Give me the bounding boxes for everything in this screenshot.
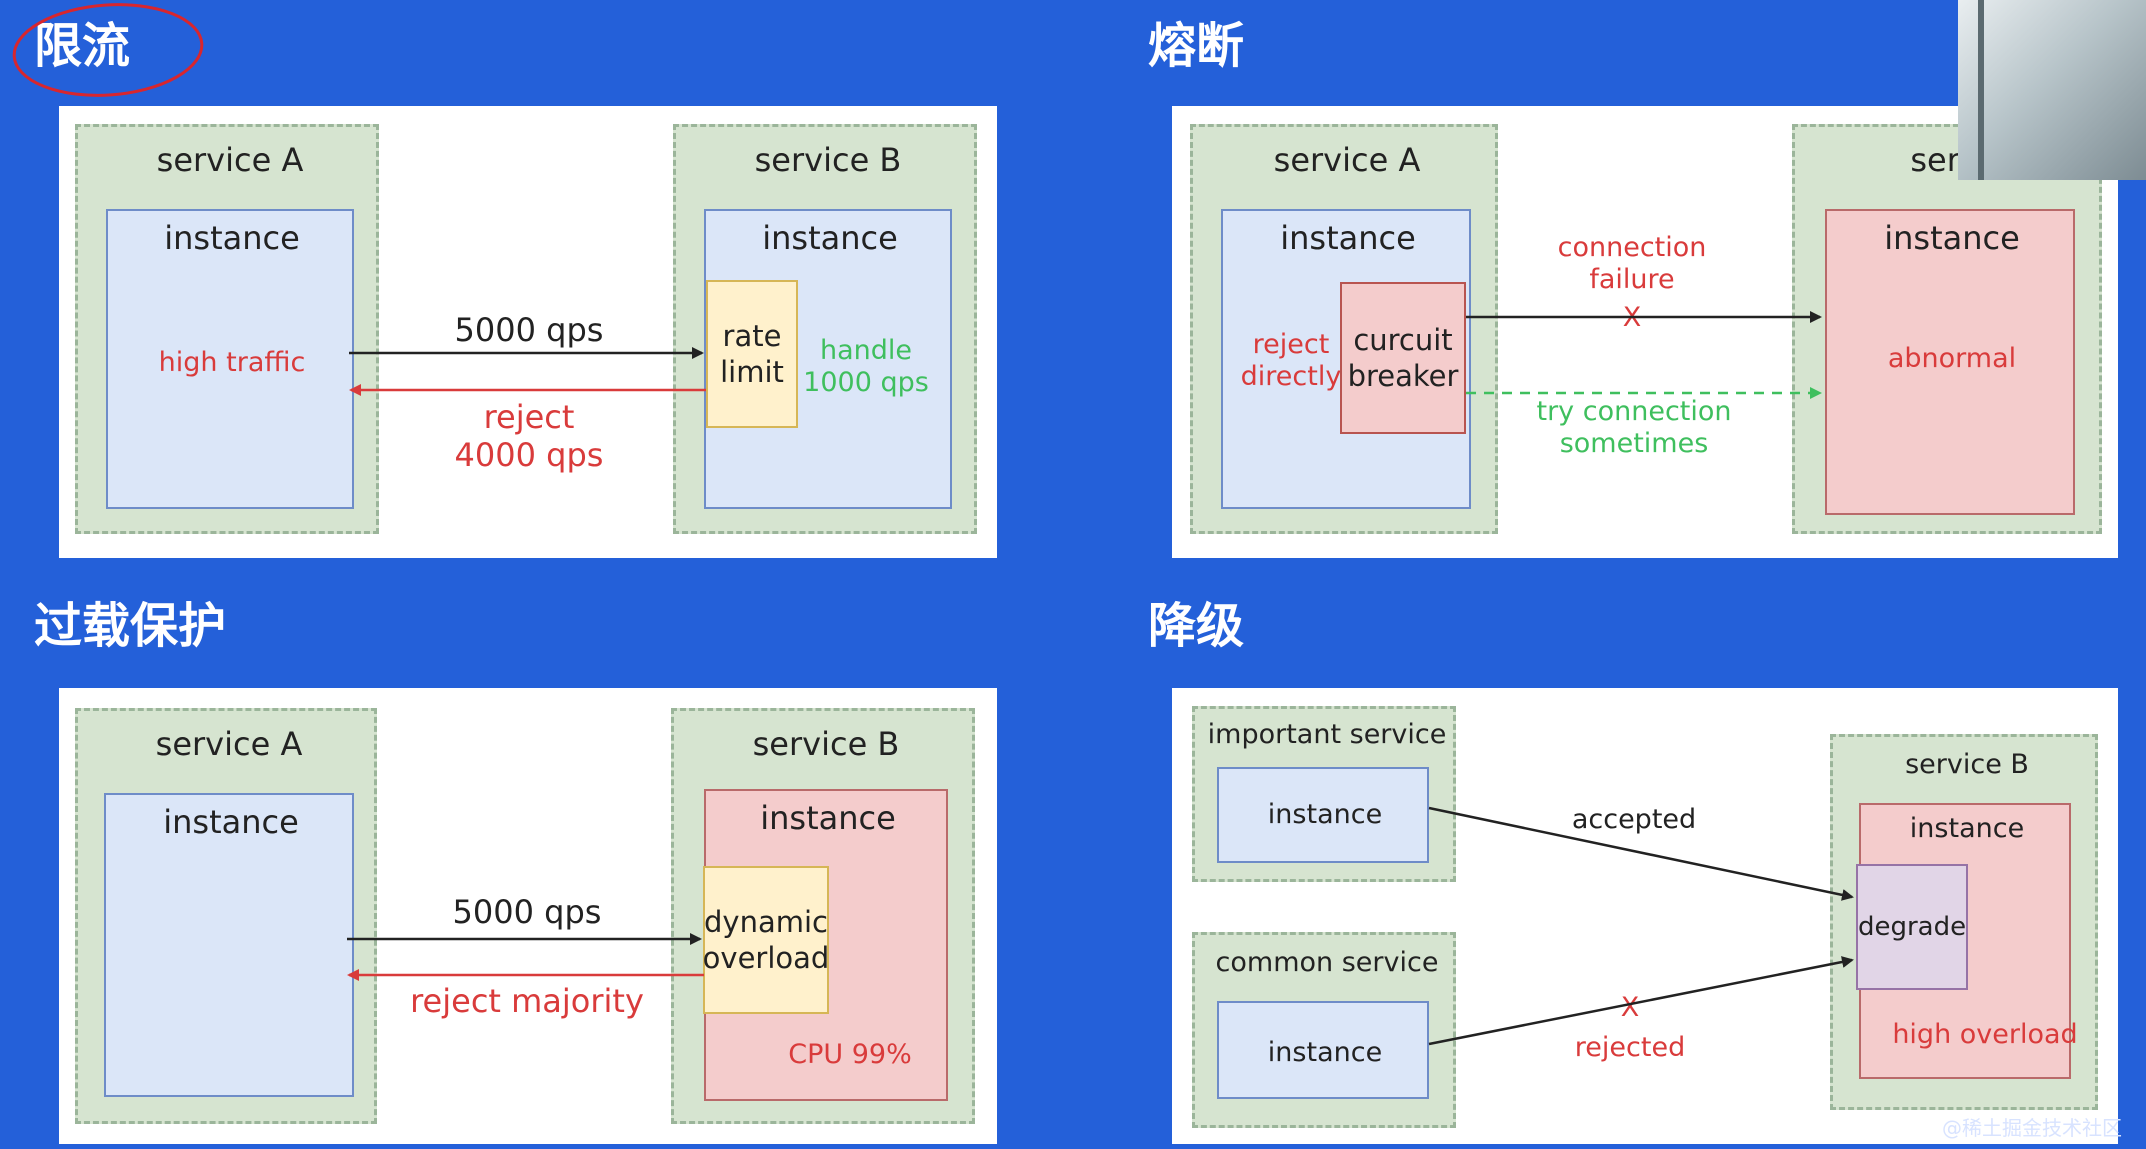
reject-directly-label: reject directly — [1240, 329, 1342, 393]
rejected-cross-mark: X — [1620, 992, 1640, 1023]
service-a: service A instance — [75, 708, 377, 1124]
service-b-label: service B — [1905, 749, 2029, 780]
title-degrade: 降级 — [1148, 598, 1245, 654]
instance-label: instance — [164, 219, 300, 257]
instance-label: instance — [1267, 799, 1383, 830]
instance-label: instance — [1280, 219, 1416, 257]
service-a-label: service A — [156, 141, 304, 179]
service-b-label: service B — [754, 141, 902, 179]
common-service-label: common service — [1215, 947, 1439, 978]
panel-overload: service A instance service B instance CP… — [59, 688, 997, 1144]
common-service: common service instance — [1192, 932, 1456, 1128]
high-traffic-label: high traffic — [158, 347, 306, 378]
rejected-label: rejected — [1574, 1032, 1686, 1063]
service-b-label: service B — [752, 725, 900, 763]
title-rate-limit: 限流 — [34, 18, 131, 74]
failure-cross-mark: X — [1622, 302, 1642, 333]
circuit-breaker-box: curcuit breaker — [1340, 282, 1466, 434]
instance-label: instance — [762, 219, 898, 257]
instance-common: instance — [1217, 1001, 1429, 1099]
reject-majority-label: reject majority — [410, 982, 644, 1020]
rate-limit-box: rate limit — [706, 280, 798, 428]
service-a: service A instance high traffic — [75, 124, 379, 534]
title-circuit-breaker: 熔断 — [1148, 18, 1245, 74]
instance-important: instance — [1217, 767, 1429, 863]
request-qps-label: 5000 qps — [452, 893, 602, 931]
important-service: important service instance — [1192, 706, 1456, 882]
webcam-overlay — [1958, 0, 2146, 180]
instance-label: instance — [1909, 813, 2025, 844]
service-a-label: service A — [1273, 141, 1421, 179]
instance-label: instance — [1884, 219, 2020, 257]
connection-failure-label: connection failure — [1557, 232, 1707, 296]
instance-label: instance — [1267, 1037, 1383, 1068]
degrade-box: degrade — [1856, 864, 1968, 990]
panel-rate-limit: service A instance high traffic service … — [59, 106, 997, 558]
instance-a: instance — [104, 793, 354, 1097]
service-a-label: service A — [155, 725, 303, 763]
panel-circuit-breaker: service A instance reject directly curcu… — [1172, 106, 2118, 558]
dynamic-overload-box: dynamic overload — [703, 866, 829, 1014]
instance-b: instance abnormal — [1825, 209, 2075, 515]
abnormal-label: abnormal — [1887, 343, 2017, 374]
try-connection-label: try connection sometimes — [1536, 396, 1732, 460]
reject-qps-label: reject 4000 qps — [454, 398, 604, 475]
watermark: @稀土掘金技术社区 — [1942, 1116, 2122, 1140]
high-overload-label: high overload — [1892, 1019, 2078, 1050]
instance-label: instance — [760, 799, 896, 837]
instance-a: instance high traffic — [106, 209, 354, 509]
cpu-label: CPU 99% — [788, 1039, 912, 1070]
title-overload: 过载保护 — [34, 598, 227, 654]
request-qps-label: 5000 qps — [454, 311, 604, 349]
accepted-label: accepted — [1571, 804, 1697, 835]
service-b: servi instance abnormal — [1792, 124, 2102, 534]
handle-label: handle 1000 qps — [803, 335, 929, 399]
panel-degrade: important service instance common servic… — [1172, 688, 2118, 1144]
instance-b: instance handle 1000 qps — [704, 209, 952, 509]
important-service-label: important service — [1207, 719, 1447, 750]
service-b: service B instance handle 1000 qps — [673, 124, 977, 534]
instance-label: instance — [163, 803, 299, 841]
